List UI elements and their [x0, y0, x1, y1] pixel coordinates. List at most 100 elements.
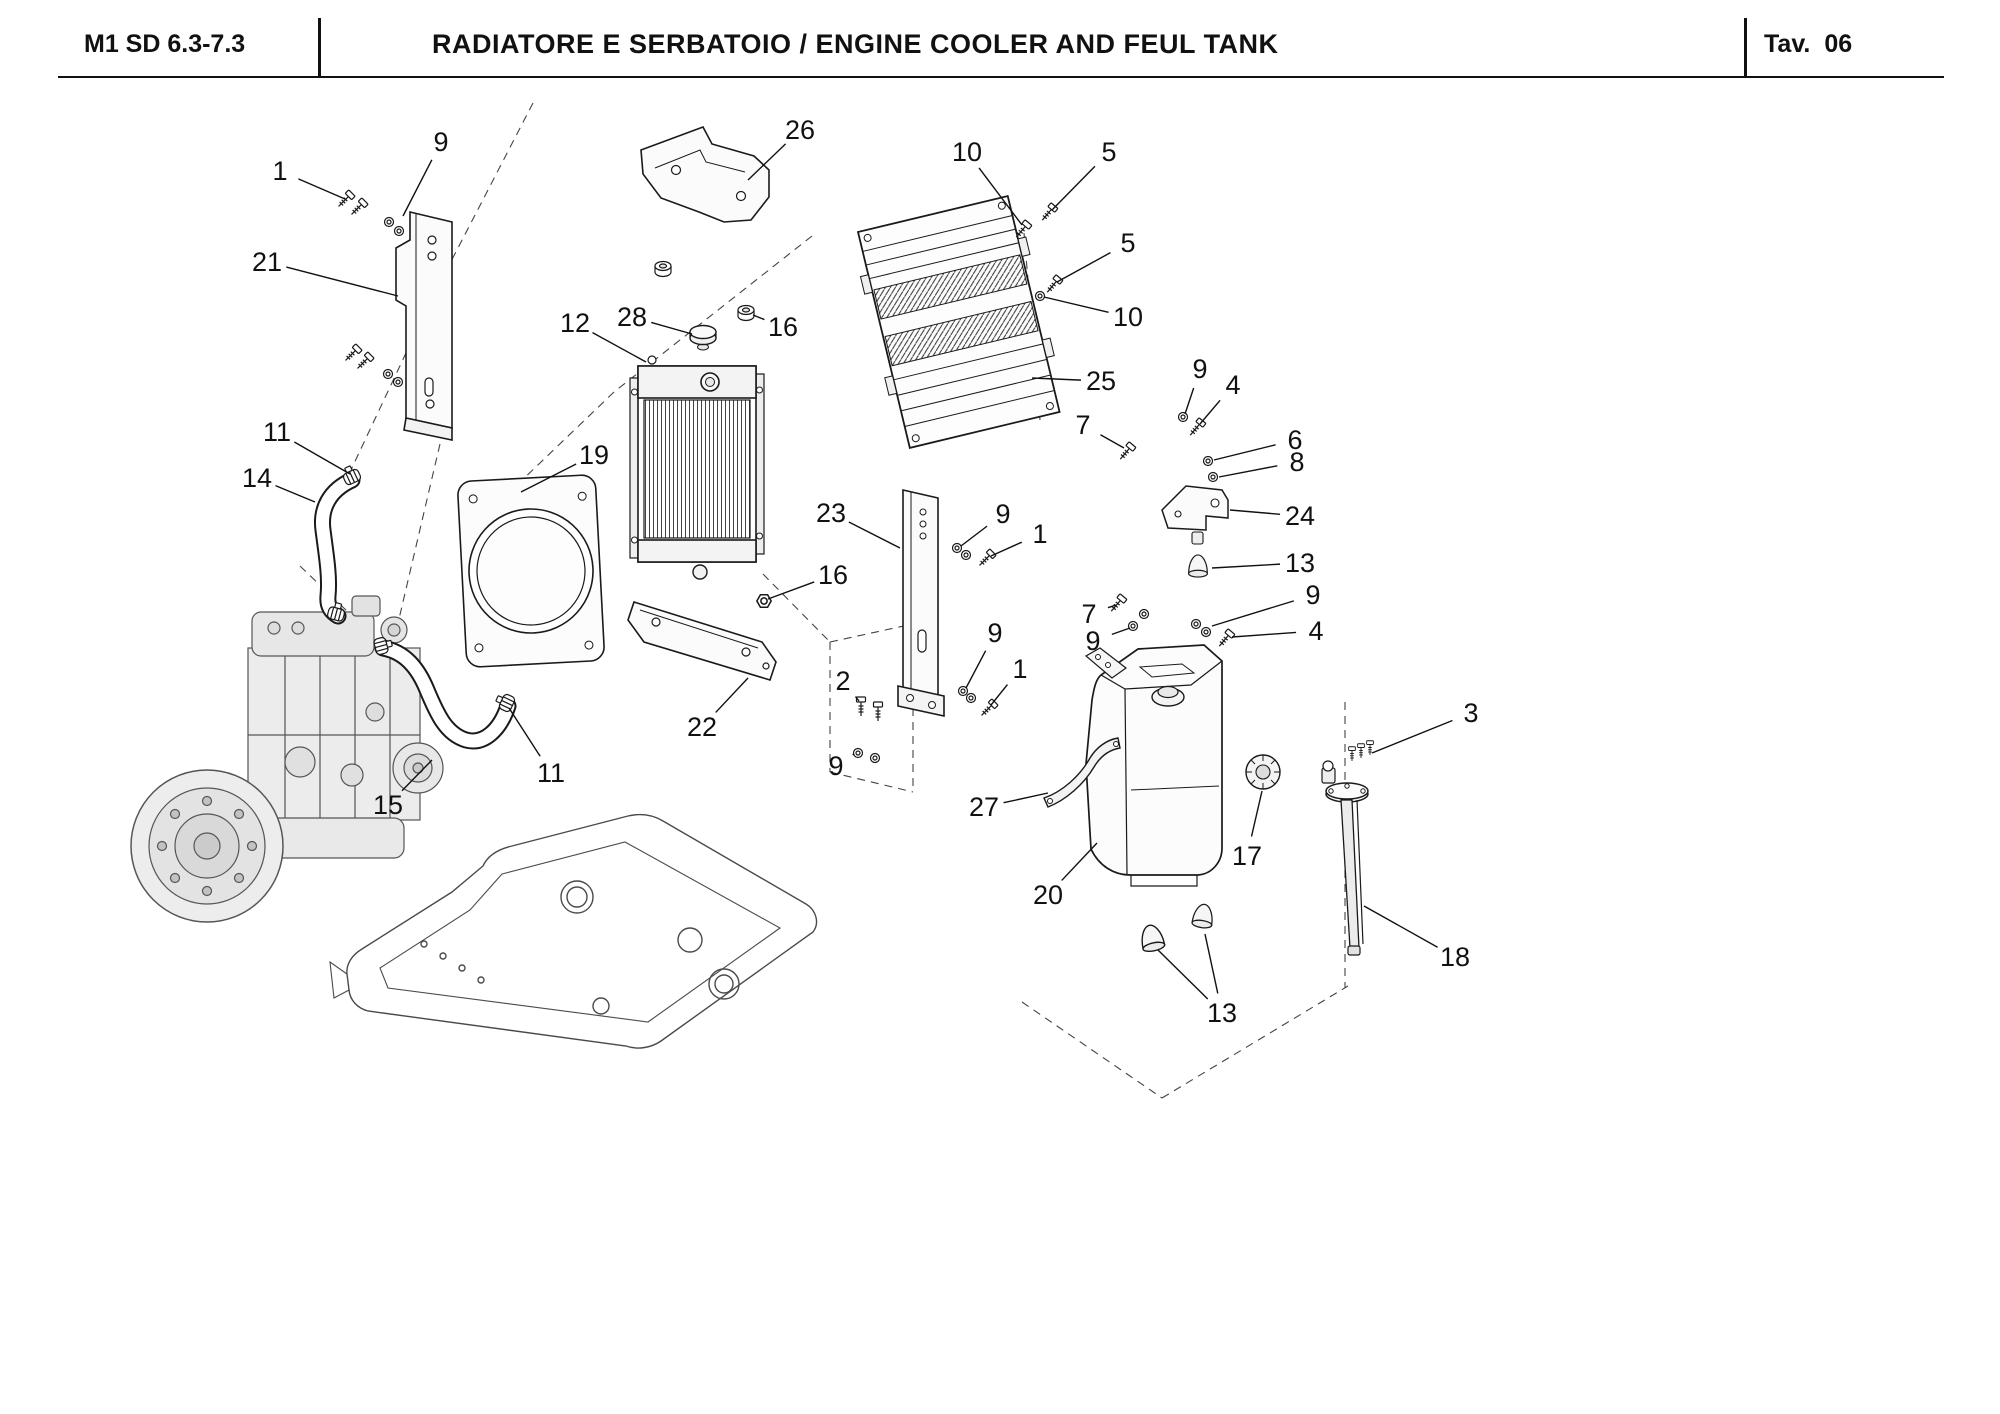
callout-number: 18 [1440, 942, 1470, 972]
sheet-number: Tav. 06 [1764, 30, 1852, 59]
callout-number: 16 [768, 312, 798, 342]
nut [756, 593, 772, 609]
callout-number: 28 [617, 302, 647, 332]
callout-number: 27 [969, 792, 999, 822]
radiator [629, 355, 765, 580]
callout-leader-line [1204, 933, 1219, 994]
callout-leader-line [1043, 296, 1109, 314]
header-divider-right [1744, 18, 1747, 76]
callout-leader-line [298, 178, 346, 200]
callout-number: 7 [1081, 599, 1096, 629]
fuel-level-sender [1321, 760, 1369, 956]
callout-leader-line [747, 143, 787, 181]
callout-leader-line [508, 707, 541, 757]
bolt [977, 698, 999, 720]
callout-leader-line [1213, 444, 1276, 461]
header-rule [58, 76, 1944, 78]
callout-number: 22 [687, 712, 717, 742]
callout-number: 6 [1287, 425, 1302, 455]
callout-number: 21 [252, 247, 282, 277]
callout-number: 9 [828, 751, 843, 781]
callout-number: 14 [242, 463, 272, 493]
right-mounting-bracket [897, 488, 945, 717]
washer [852, 747, 864, 759]
callout-leader-line [767, 581, 815, 600]
callout-number: 8 [1289, 447, 1304, 477]
callout-leader-line [1250, 790, 1263, 837]
callout-number: 9 [1085, 626, 1100, 656]
callout-number: 24 [1285, 501, 1315, 531]
callout-leader-line [592, 332, 647, 363]
model-code: M1 SD 6.3-7.3 [84, 30, 246, 58]
callout-leader-line [965, 650, 987, 689]
callout-leader-line [990, 684, 1008, 706]
callout-leader-line [1184, 387, 1195, 415]
callout-leader-line [1056, 252, 1111, 283]
callout-leader-line [1211, 600, 1295, 627]
engine [130, 595, 444, 923]
callout-number: 3 [1463, 698, 1478, 728]
grommet [654, 260, 672, 278]
callout-leader-line [854, 696, 860, 702]
callout-leader-line [651, 321, 693, 335]
washer [383, 216, 395, 228]
callout-leader-line [1231, 631, 1297, 638]
callout-number: 10 [1113, 302, 1143, 332]
callout-number: 15 [373, 790, 403, 820]
washer [1207, 471, 1219, 483]
callout-leader-line [1107, 604, 1117, 609]
rubber-cap [1190, 902, 1216, 930]
washer [869, 752, 881, 764]
callout-leader-line [715, 677, 749, 713]
callout-leader-line [1371, 719, 1453, 754]
callout-leader-line [401, 759, 433, 792]
callout-number: 12 [560, 308, 590, 338]
page-title: RADIATORE E SERBATOIO / ENGINE COOLER AN… [432, 29, 1279, 59]
callout-number: 1 [272, 156, 287, 186]
tank-strap [1043, 737, 1121, 808]
sheet-label: Tav. [1764, 30, 1811, 58]
washer [392, 376, 404, 388]
washer [1034, 290, 1046, 302]
callout-leader-line [275, 485, 316, 503]
callout-number: 5 [1101, 137, 1116, 167]
callout-leader-line [1061, 842, 1098, 881]
tank-bracket [1161, 485, 1229, 545]
callout-leader-line [1199, 399, 1221, 425]
callout-number: 19 [579, 440, 609, 470]
washer [1138, 608, 1150, 620]
callout-leader-line [402, 159, 433, 217]
washer [1190, 618, 1202, 630]
fan-shroud [457, 474, 605, 668]
callout-number: 11 [537, 758, 565, 788]
callout-leader-line [286, 266, 399, 297]
callout-leader-line [752, 314, 765, 321]
callout-leader-line [978, 167, 1023, 226]
callout-number: 9 [995, 499, 1010, 529]
callout-number: 11 [263, 417, 291, 447]
callout-leader-line [960, 525, 988, 547]
callout-number: 13 [1207, 998, 1237, 1028]
top-bracket [640, 126, 770, 223]
radiator-cap [689, 324, 717, 351]
washer [965, 692, 977, 704]
callout-leader-line [990, 541, 1023, 557]
callout-number: 9 [1305, 580, 1320, 610]
grommet [737, 304, 755, 322]
bolt [1107, 593, 1128, 615]
callout-number: 2 [835, 666, 850, 696]
callout-number: 20 [1033, 880, 1063, 910]
left-mounting-bracket [395, 210, 453, 441]
bolt [872, 701, 884, 722]
bolt [1348, 746, 1356, 762]
upper-hose [313, 471, 361, 625]
callout-leader-line [1100, 434, 1125, 449]
washer [1177, 411, 1189, 423]
callout-number: 13 [1285, 548, 1315, 578]
bolt [1357, 743, 1365, 759]
bolt [1215, 628, 1236, 650]
bolt [347, 197, 369, 219]
rubber-cap [1188, 554, 1208, 578]
callout-number: 7 [1075, 410, 1090, 440]
